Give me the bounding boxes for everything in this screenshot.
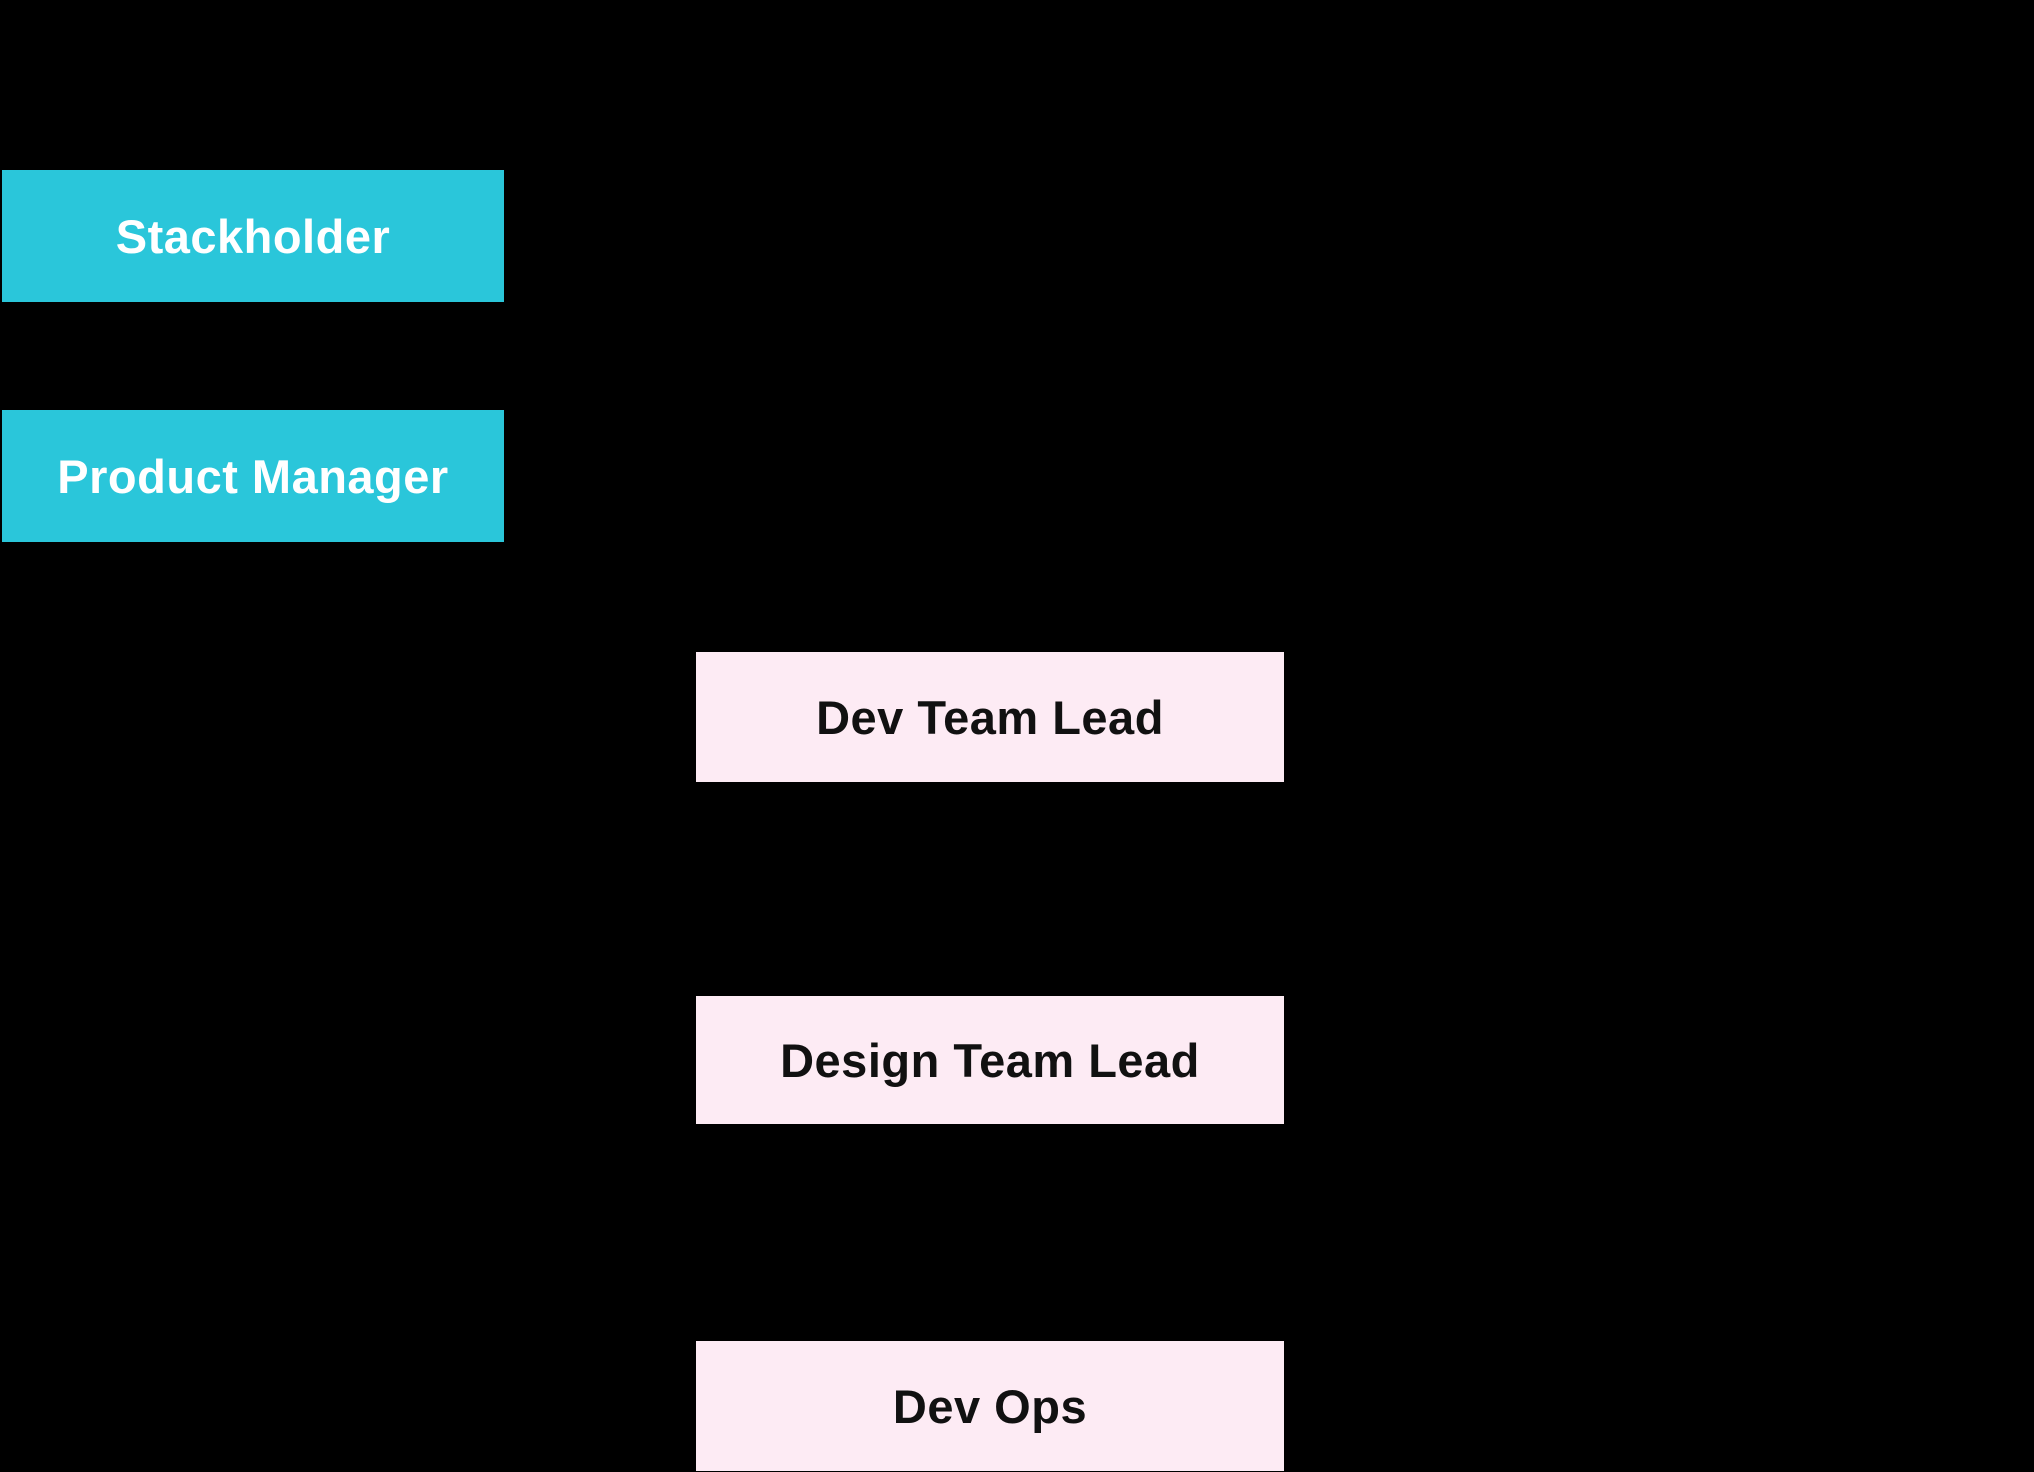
node-product-manager-label: Product Manager [57,449,449,503]
node-design-team-lead-label: Design Team Lead [780,1033,1200,1087]
node-product-manager[interactable]: Product Manager [2,410,504,542]
node-dev-ops-label: Dev Ops [892,1379,1088,1433]
node-design-team-lead[interactable]: Design Team Lead [696,996,1284,1124]
node-stackholder-label: Stackholder [115,209,391,263]
node-dev-team-lead-label: Dev Team Lead [816,690,1164,744]
node-dev-ops[interactable]: Dev Ops [696,1341,1284,1471]
node-dev-team-lead[interactable]: Dev Team Lead [696,652,1284,782]
node-stackholder[interactable]: Stackholder [2,170,504,302]
